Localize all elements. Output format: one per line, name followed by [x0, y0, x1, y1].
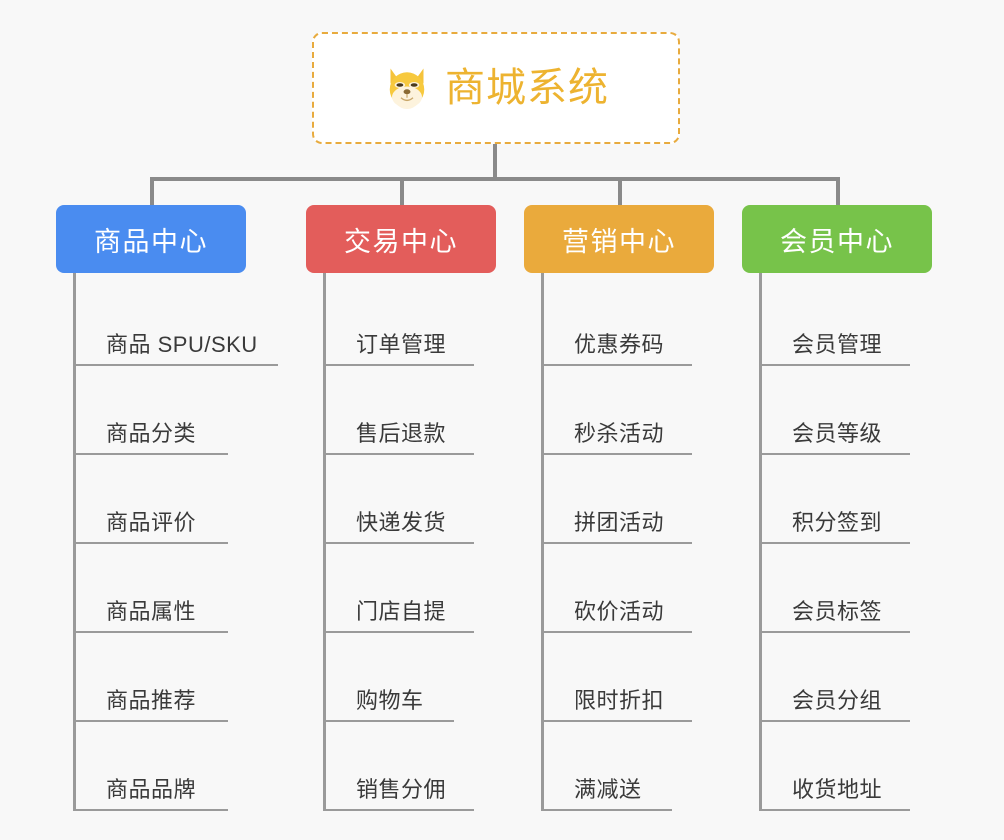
leaf-list-marketing: 优惠券码 秒杀活动 拼团活动 砍价活动 限时折扣 满减送	[541, 273, 714, 811]
leaf-underline	[762, 631, 910, 633]
leaf-label: 购物车	[356, 688, 424, 713]
list-item[interactable]: 拼团活动	[544, 455, 714, 544]
branch-label: 商品中心	[94, 226, 208, 257]
leaf-underline	[76, 453, 228, 455]
leaf-underline	[544, 631, 692, 633]
connector-horizontal-bus	[150, 177, 840, 181]
leaf-underline	[544, 453, 692, 455]
leaf-underline	[326, 631, 474, 633]
leaf-underline	[762, 542, 910, 544]
connector-drop-4	[836, 177, 840, 207]
leaf-underline	[326, 809, 474, 811]
list-item[interactable]: 砍价活动	[544, 544, 714, 633]
leaf-label: 商品评价	[106, 510, 197, 535]
branch-header-member[interactable]: 会员中心	[742, 205, 932, 273]
list-item[interactable]: 销售分佣	[326, 722, 496, 811]
leaf-label: 会员分组	[792, 688, 883, 713]
leaf-underline	[76, 720, 228, 722]
leaf-label: 砍价活动	[574, 599, 665, 624]
leaf-label: 商品属性	[106, 599, 197, 624]
leaf-label: 拼团活动	[574, 510, 665, 535]
list-item[interactable]: 会员管理	[762, 277, 932, 366]
root-node[interactable]: 商城系统	[312, 32, 680, 144]
leaf-underline	[76, 631, 228, 633]
leaf-label: 销售分佣	[356, 777, 447, 802]
list-item[interactable]: 商品 SPU/SKU	[76, 277, 278, 366]
leaf-label: 会员等级	[792, 421, 883, 446]
leaf-underline	[544, 809, 672, 811]
leaf-label: 优惠券码	[574, 332, 665, 357]
branch-column-trade: 交易中心 订单管理 售后退款 快递发货 门店自提 购物车	[306, 205, 496, 811]
leaf-label: 商品 SPU/SKU	[106, 332, 258, 357]
branch-header-trade[interactable]: 交易中心	[306, 205, 496, 273]
leaf-underline	[76, 542, 228, 544]
shiba-dog-face-icon	[389, 68, 425, 109]
connector-root-stem	[493, 144, 497, 180]
leaf-label: 快递发货	[356, 510, 447, 535]
list-item[interactable]: 会员等级	[762, 366, 932, 455]
list-item[interactable]: 商品推荐	[76, 633, 246, 722]
list-item[interactable]: 商品评价	[76, 455, 246, 544]
leaf-underline	[762, 720, 910, 722]
leaf-label: 门店自提	[356, 599, 447, 624]
branch-column-member: 会员中心 会员管理 会员等级 积分签到 会员标签 会员分组	[742, 205, 932, 811]
leaf-label: 订单管理	[356, 332, 447, 357]
leaf-underline	[544, 720, 692, 722]
list-item[interactable]: 商品分类	[76, 366, 246, 455]
branch-label: 营销中心	[562, 226, 676, 257]
list-item[interactable]: 收货地址	[762, 722, 932, 811]
branch-header-product[interactable]: 商品中心	[56, 205, 246, 273]
list-item[interactable]: 优惠券码	[544, 277, 714, 366]
leaf-underline	[544, 542, 692, 544]
leaf-list-member: 会员管理 会员等级 积分签到 会员标签 会员分组 收货地址	[759, 273, 932, 811]
branch-header-marketing[interactable]: 营销中心	[524, 205, 714, 273]
connector-drop-2	[400, 177, 404, 207]
branch-label: 会员中心	[780, 226, 894, 257]
leaf-label: 商品推荐	[106, 688, 197, 713]
leaf-underline	[326, 364, 474, 366]
leaf-label: 限时折扣	[574, 688, 665, 713]
list-item[interactable]: 限时折扣	[544, 633, 714, 722]
list-item[interactable]: 快递发货	[326, 455, 496, 544]
leaf-underline	[326, 542, 474, 544]
leaf-underline	[76, 809, 228, 811]
list-item[interactable]: 商品品牌	[76, 722, 246, 811]
leaf-label: 会员标签	[792, 599, 883, 624]
leaf-label: 商品品牌	[106, 777, 197, 802]
leaf-label: 售后退款	[356, 421, 447, 446]
leaf-underline	[544, 364, 692, 366]
list-item[interactable]: 购物车	[326, 633, 496, 722]
leaf-label: 积分签到	[792, 510, 883, 535]
leaf-label: 会员管理	[792, 332, 883, 357]
leaf-label: 秒杀活动	[574, 421, 665, 446]
connector-drop-3	[618, 177, 622, 207]
leaf-underline	[326, 453, 474, 455]
branch-label: 交易中心	[344, 226, 458, 257]
list-item[interactable]: 秒杀活动	[544, 366, 714, 455]
list-item[interactable]: 门店自提	[326, 544, 496, 633]
leaf-underline	[76, 364, 278, 366]
list-item[interactable]: 满减送	[544, 722, 714, 811]
list-item[interactable]: 订单管理	[326, 277, 496, 366]
list-item[interactable]: 会员分组	[762, 633, 932, 722]
leaf-list-trade: 订单管理 售后退款 快递发货 门店自提 购物车 销售分佣	[323, 273, 496, 811]
connector-drop-1	[150, 177, 154, 207]
branch-column-marketing: 营销中心 优惠券码 秒杀活动 拼团活动 砍价活动 限时折扣	[524, 205, 714, 811]
leaf-label: 商品分类	[106, 421, 197, 446]
leaf-underline	[762, 453, 910, 455]
root-title: 商城系统	[445, 66, 609, 110]
list-item[interactable]: 售后退款	[326, 366, 496, 455]
leaf-label: 满减送	[574, 777, 642, 802]
list-item[interactable]: 积分签到	[762, 455, 932, 544]
list-item[interactable]: 商品属性	[76, 544, 246, 633]
leaf-label: 收货地址	[792, 777, 883, 802]
leaf-list-product: 商品 SPU/SKU 商品分类 商品评价 商品属性 商品推荐 商品品牌	[73, 273, 278, 811]
branch-column-product: 商品中心 商品 SPU/SKU 商品分类 商品评价 商品属性 商品推荐	[56, 205, 278, 811]
leaf-underline	[762, 809, 910, 811]
leaf-underline	[762, 364, 910, 366]
list-item[interactable]: 会员标签	[762, 544, 932, 633]
leaf-underline	[326, 720, 454, 722]
